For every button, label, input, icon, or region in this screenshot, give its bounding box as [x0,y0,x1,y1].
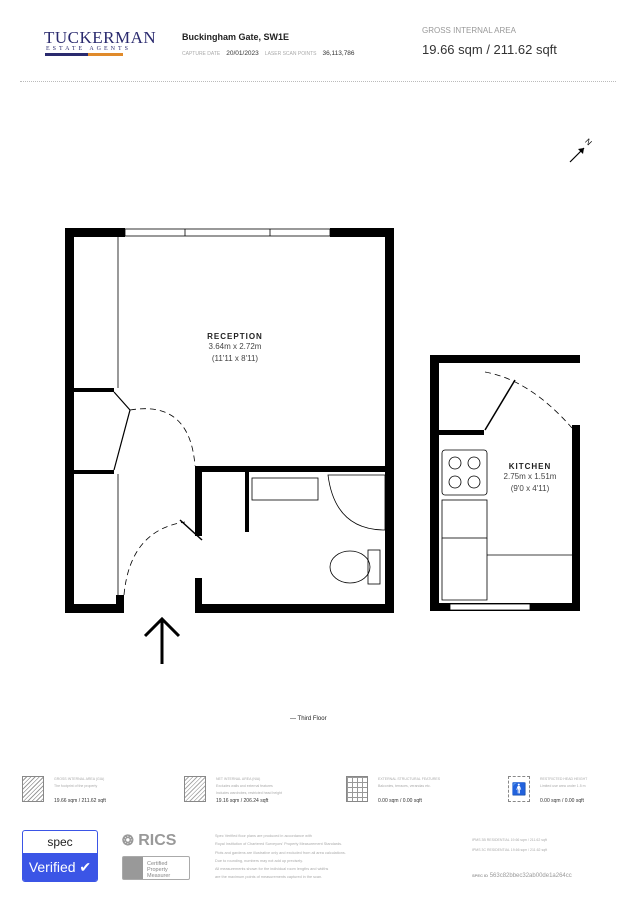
legend-title: NET INTERNAL AREA (NIA) [216,777,261,781]
gia-label: GROSS INTERNAL AREA [422,26,516,35]
room-kitchen: KITCHEN 2.75m x 1.51m (9'0 x 4'11) [490,462,570,495]
legend-value: 19.66 sqm / 211.62 sqft [54,798,106,804]
room-name: RECEPTION [207,332,263,341]
legend: GROSS INTERNAL AREA (GIA) The footprint o… [22,776,637,805]
room-imperial: (9'0 x 4'11) [510,484,550,493]
scan-points-label: LASER SCAN POINTS [264,50,317,57]
property-address: Buckingham Gate, SW1E [182,32,290,42]
legend-desc: Includes wardrobes, restricted head heig… [216,791,282,795]
spec-id: SPEC ID 563c82bbec32ab00de1a264cc [472,873,572,879]
capture-date: 20/01/2023 [226,50,259,57]
legend-item-external: EXTERNAL STRUCTURAL FEATURES Balconies, t… [346,776,508,805]
ipms-areas: IPMS 3B RESIDENTIAL 19.66 sqm / 211.62 s… [472,835,547,855]
disclaimer-line: Plots and gardens are illustrative only … [215,850,346,855]
walls [65,228,580,613]
floor-label: — Third Floor [290,716,327,722]
legend-value: 19.16 sqm / 206.24 sqft [216,798,269,804]
disclaimer-line: Royal Institution of Chartered Surveyors… [215,842,343,847]
legend-value: 0.00 sqm / 0.00 sqft [540,798,584,804]
disclaimer-line: Due to rounding, numbers may not add up … [215,858,303,863]
grid-icon [346,776,368,802]
spec-id-value: 563c82bbec32ab00de1a264cc [489,873,572,879]
logo-bar [45,53,123,56]
legend-title: EXTERNAL STRUCTURAL FEATURES [378,777,441,781]
floor-plan: N [65,137,594,664]
verified-label: Verified [28,859,76,875]
compass-label: N [583,137,594,148]
room-metric: 2.75m x 1.51m [503,472,557,481]
room-metric: 3.64m x 2.72m [208,342,262,351]
legend-title: RESTRICTED HEAD HEIGHT [540,777,588,781]
legend-item-head-height: 🚹 RESTRICTED HEAD HEIGHT Limited use area… [508,776,637,805]
check-icon: ✔ [79,859,92,875]
ipms-line: IPMS 3C RESIDENTIAL 19.66 sqm / 211.62 s… [472,848,548,852]
spec-logo: spec [47,835,73,849]
entrance-arrow-icon [143,616,181,664]
spec-id-label: SPEC ID [472,873,489,878]
legend-desc: Excludes walls and external features [216,784,273,788]
room-imperial: (11'11 x 8'11) [211,354,259,363]
spec-verified-badge: spec Verified ✔ [22,830,98,882]
ipms-line: IPMS 3B RESIDENTIAL 19.66 sqm / 211.62 s… [472,838,547,842]
disclaimer-line: are the maximum points of measurements c… [215,875,323,880]
rics-certified-badge: Certified Property Measurer [122,856,190,880]
legend-item-nia: NET INTERNAL AREA (NIA) Excludes walls an… [184,776,346,805]
disclaimer-line: All measurements shown for the individua… [215,867,329,872]
legend-desc: Balconies, terraces, verandas etc. [378,784,431,788]
legend-desc: Limited use area under 1.5 m [540,784,586,788]
capture-meta: CAPTURE DATE 20/01/2023 LASER SCAN POINT… [182,50,355,57]
legend-item-gia: GROSS INTERNAL AREA (GIA) The footprint o… [22,776,184,805]
hatched-area-icon [22,776,44,802]
legend-value: 0.00 sqm / 0.00 sqft [378,798,422,804]
rics-logo-text: RICS [138,832,177,849]
agent-logo: TUCKERMAN [44,28,157,47]
legend-desc: The footprint of the property [54,784,98,788]
scan-points: 36,113,786 [322,50,355,57]
room-reception: RECEPTION 3.64m x 2.72m (11'11 x 8'11) [180,332,290,365]
gia-value: 19.66 sqm / 211.62 sqft [422,42,557,57]
net-area-icon [184,776,206,802]
rics-logo: ❂ RICS [122,832,177,849]
agent-logo-subtext: ESTATE AGENTS [46,46,132,52]
capture-date-label: CAPTURE DATE [182,50,221,57]
divider [20,81,616,82]
compass-icon [569,147,585,163]
room-name: KITCHEN [508,462,552,471]
head-height-icon: 🚹 [508,776,530,802]
legend-title: GROSS INTERNAL AREA (GIA) [54,777,105,781]
disclaimer: Spec Verified floor plans are produced i… [215,832,346,882]
disclaimer-line: Spec Verified floor plans are produced i… [215,834,312,838]
